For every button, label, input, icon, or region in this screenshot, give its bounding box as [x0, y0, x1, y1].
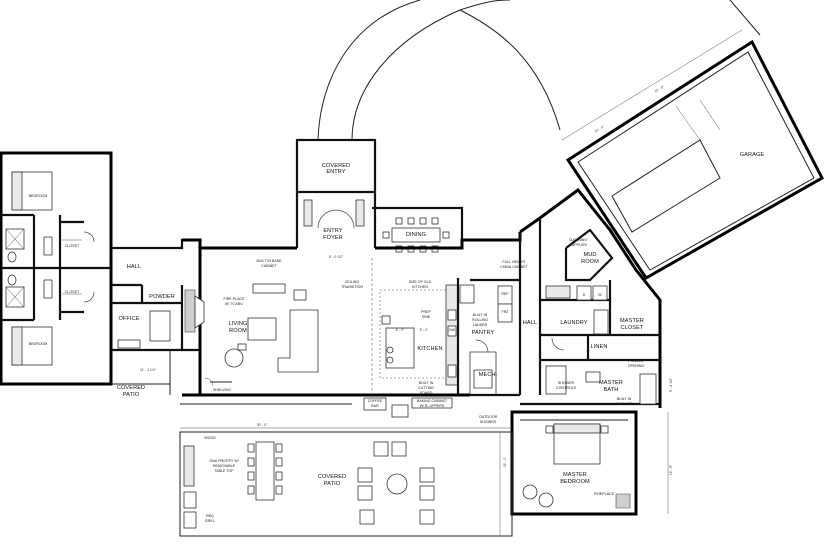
- bedroom-top-label: BEDROOM: [29, 194, 48, 198]
- closet-a-label: CLOSET: [65, 244, 80, 248]
- size-kitchen-note-2: KITCHEN: [412, 285, 428, 289]
- table-note-3: TABLE TOP: [214, 469, 234, 473]
- laundry-label: LAUNDRY: [560, 320, 587, 326]
- bedroom-wing: BEDROOM BEDROOM CLOSET CLOSET: [0, 151, 113, 386]
- powder-label: POWDER: [149, 294, 175, 300]
- covered-patio-main-label-1: COVERED: [318, 474, 346, 480]
- bedroom-height-dimension: 16' - 9": [669, 464, 673, 475]
- living-kitchen: FIRE PLACE W/ TV ABV. LIVING ROOM SHELVI…: [180, 232, 529, 424]
- master-bedroom: MASTER BEDROOM FIREPLACE 16' - 9": [510, 410, 673, 516]
- garage-side-dimension: 24' - 0": [594, 124, 606, 133]
- hall-office: HALL POWDER OFFICE 11' - 1 1/4" COVERED …: [111, 238, 200, 398]
- garage-top-dimension: 20' - 0": [654, 84, 666, 93]
- built-shelves-note-2: SHELVES: [616, 402, 633, 406]
- patio-right-dimension: 18' - 0": [503, 456, 507, 467]
- size-kitchen-note-1: SIZE OF OLD: [409, 280, 432, 284]
- hall-left-label: HALL: [127, 264, 141, 270]
- dw-label: DW: [449, 328, 456, 332]
- cleaning-note-1: CLEANING: [569, 238, 588, 242]
- fireplace-note-2: W/ TV ABV.: [225, 302, 244, 306]
- china-note-1: FULL HEIGHT: [502, 260, 526, 264]
- covered-patio-left-label-1: COVERED: [117, 385, 145, 391]
- entry-foyer-label-1: ENTRY: [323, 228, 343, 234]
- garage-label: GARAGE: [740, 152, 765, 158]
- master-bedroom-label-2: BEDROOM: [560, 479, 590, 485]
- linen-label: LINEN: [591, 344, 608, 350]
- covered-patio-main-label-2: PATIO: [324, 481, 341, 487]
- shower-controls-note-1: SHOWER: [558, 381, 575, 385]
- shelving-note: SHELVING: [213, 388, 231, 392]
- rolling-note-1: BUILT IN: [473, 313, 488, 317]
- prep-sink-note-1: PREP: [421, 310, 431, 314]
- outdoor-shower-note-1: OUTDOOR: [479, 415, 498, 419]
- mud-room-label-2: ROOM: [581, 259, 599, 265]
- washer-label: W: [598, 293, 602, 297]
- hall-right-label: HALL: [523, 320, 537, 326]
- cutting-note-3: BOARD: [420, 391, 433, 395]
- framed-note-1: FRAMED: [628, 359, 644, 363]
- entry-dining: COVERED ENTRY ENTRY FOYER 8' - 0 1/2" DI…: [295, 138, 464, 259]
- china-note-2: CHINA CABINET: [500, 265, 528, 269]
- master-bath-label-1: MASTER: [599, 380, 623, 386]
- dryer-label: D: [583, 293, 586, 297]
- bbq-note-1: BBQ: [206, 514, 214, 518]
- master-bath-label-2: BATH: [604, 387, 619, 393]
- fireplace-right-note: FIREPLACE: [594, 492, 615, 496]
- covered-patio: COVERED PATIO 30' - 0" 18' - 0" 20x6 PRO…: [179, 423, 513, 537]
- cutting-note-1: BUILT IN: [419, 381, 434, 385]
- closet-b-label: CLOSET: [65, 290, 80, 294]
- bath-height-dimension: 9' - 8 1/2": [669, 377, 673, 392]
- coffee-note-1: COFFEE: [368, 399, 383, 403]
- built-in-bar-note-1: BUILT IN BASE: [256, 259, 282, 263]
- covered-entry-label-1: COVERED: [322, 163, 350, 169]
- mech-label: MECH.: [479, 372, 498, 378]
- cleaning-note-2: SUPPLIES: [569, 243, 587, 247]
- master-closet-label-2: CLOSET: [621, 325, 644, 331]
- pantry-label: PANTRY: [472, 330, 495, 336]
- prep-sink-note-2: SINK: [422, 315, 431, 319]
- entry-foyer-label-2: FOYER: [323, 235, 343, 241]
- shower-controls-note-2: CONTROLS: [556, 386, 577, 390]
- wood-note: WOOD: [204, 436, 216, 440]
- foyer-width-dimension: 8' - 0 1/2": [329, 255, 344, 259]
- frz-label: FRZ: [502, 310, 510, 314]
- ref-label: REF: [501, 292, 509, 296]
- garage: 20' - 0" 24' - 0" GARAGE: [561, 29, 824, 280]
- framed-note-2: OPENING: [628, 364, 645, 368]
- table-note-2: REMOVABLE: [213, 464, 236, 468]
- baking-note-1: BAKING CABINET: [417, 399, 448, 403]
- cutting-note-2: CUTTING: [418, 386, 434, 390]
- dining-label: DINING: [406, 232, 426, 238]
- table-note-1: 20x6 PROOFY W/: [209, 459, 238, 463]
- mud-room-label-1: MUD: [583, 252, 596, 258]
- master-closet-label-1: MASTER: [620, 318, 644, 324]
- master-bedroom-label-1: MASTER: [563, 472, 587, 478]
- patio-left-dimension: 11' - 1 1/4": [140, 368, 157, 372]
- baking-note-2: W/ B. UPPERS: [420, 404, 445, 408]
- office-label: OFFICE: [118, 316, 139, 322]
- rolling-note-3: LADDER: [473, 323, 488, 327]
- island-dimension-2: 5' - 0": [420, 328, 429, 332]
- ceiling-note-2: TRANSITION: [341, 285, 363, 289]
- outdoor-shower-note-2: SHOWER: [480, 420, 497, 424]
- rolling-note-2: ROLLING: [472, 318, 488, 322]
- island-dimension-1: 4' - 0": [396, 328, 405, 332]
- driveway: [317, 0, 761, 141]
- kitchen-label: KITCHEN: [417, 346, 442, 352]
- master-wing: CLEANING SUPPLIES MUD ROOM D W HALL LAUN…: [519, 187, 673, 408]
- built-shelves-note-1: BUILT IN: [617, 397, 632, 401]
- bbq-note-2: GRILL: [205, 519, 215, 523]
- ceiling-note-1: CEILING: [345, 280, 360, 284]
- covered-entry-label-2: ENTRY: [326, 169, 346, 175]
- coffee-note-2: BAR: [371, 404, 379, 408]
- covered-patio-left-label-2: PATIO: [123, 392, 140, 398]
- living-room-label-1: LIVING: [229, 321, 248, 327]
- living-room-label-2: ROOM: [229, 328, 247, 334]
- patio-width-dimension: 30' - 0": [257, 423, 268, 427]
- bedroom-bottom-label: BEDROOM: [29, 342, 48, 346]
- built-in-bar-note-2: CABINET: [261, 264, 277, 268]
- fireplace-note-1: FIRE PLACE: [224, 297, 246, 301]
